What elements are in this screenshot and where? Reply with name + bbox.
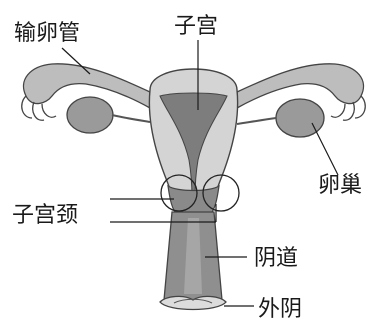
left-ovary — [67, 97, 113, 133]
label-fallopian-tube: 输卵管 — [14, 21, 80, 46]
label-vagina: 阴道 — [254, 246, 298, 271]
right-ovarian-ligament — [237, 118, 276, 124]
label-vulva: 外阴 — [258, 297, 302, 322]
label-uterus: 子宫 — [174, 14, 218, 39]
leader-ovary — [312, 123, 338, 175]
label-cervix: 子宫颈 — [12, 203, 78, 228]
left-ovarian-ligament — [112, 115, 150, 122]
label-ovary: 卵巢 — [318, 173, 362, 198]
